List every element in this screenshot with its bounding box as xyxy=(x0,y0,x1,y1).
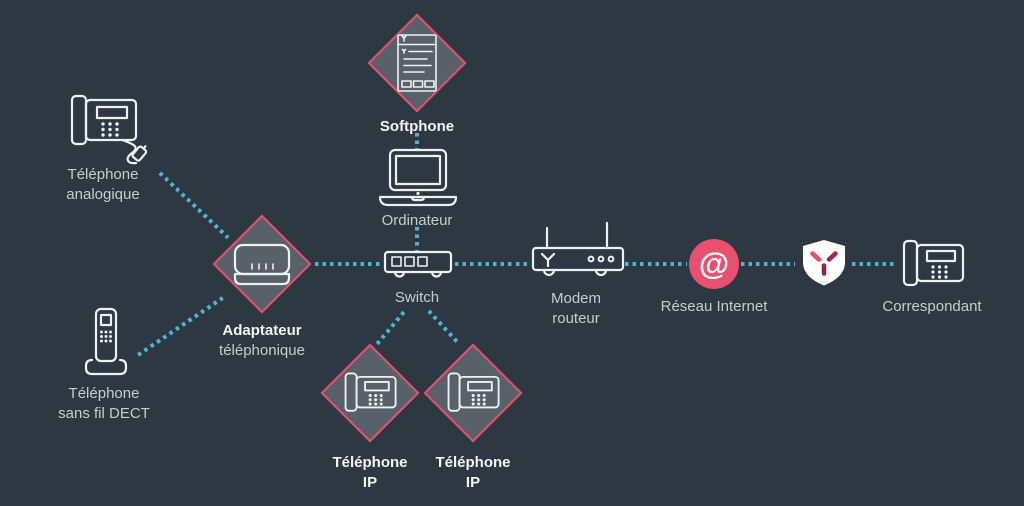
at-sign-symbol: @ xyxy=(698,246,730,281)
ip-phone-1-label-line1: Téléphone xyxy=(332,454,408,471)
switch-label: Switch xyxy=(347,288,487,308)
ip-phone-2-label: Téléphone IP xyxy=(403,453,543,493)
correspondent-label: Correspondant xyxy=(862,297,1002,317)
desk-phone-icon-correspondent xyxy=(901,238,967,290)
dect-phone-label-line2: sans fil DECT xyxy=(58,405,150,422)
cordless-phone-icon xyxy=(78,306,136,382)
at-sign-icon: @ xyxy=(689,239,739,289)
desk-phone-icon-ip2 xyxy=(446,370,502,416)
connection-internet-to-shield xyxy=(741,262,795,266)
adapter-label: Adaptateur téléphonique xyxy=(192,321,332,361)
analog-phone-icon xyxy=(68,92,152,172)
softphone-label: Softphone xyxy=(347,117,487,137)
internet-label: Réseau Internet xyxy=(644,297,784,317)
connection-adapter-to-switch xyxy=(315,262,383,266)
ata-adapter-icon xyxy=(232,242,292,288)
adapter-label-line2: téléphonique xyxy=(219,342,305,359)
computer-label: Ordinateur xyxy=(347,211,487,231)
modem-label-line2: routeur xyxy=(552,310,600,327)
modem-router-icon xyxy=(531,222,625,280)
laptop-icon xyxy=(376,148,460,210)
connection-switch-to-ip1 xyxy=(375,309,406,345)
connection-switch-to-modem xyxy=(455,262,527,266)
ip-phone-1-label-line2: IP xyxy=(362,474,378,491)
correspondent-label-text: Correspondant xyxy=(882,298,982,315)
modem-label-line1: Modem xyxy=(550,290,602,307)
connection-shield-to-correspondent xyxy=(852,262,896,266)
softphone-app-icon xyxy=(394,33,440,93)
analog-phone-label: Téléphone analogique xyxy=(33,165,173,205)
switch-label-text: Switch xyxy=(394,289,440,306)
analog-phone-label-line2: analogique xyxy=(66,186,140,203)
dect-phone-label: Téléphone sans fil DECT xyxy=(34,384,174,424)
switch-icon xyxy=(383,250,453,282)
connection-switch-to-ip2 xyxy=(427,309,461,346)
adapter-label-line1: Adaptateur xyxy=(222,322,302,339)
ip-phone-2-label-line1: Téléphone xyxy=(435,454,511,471)
internet-label-text: Réseau Internet xyxy=(660,298,768,315)
ip-phone-2-label-line2: IP xyxy=(465,474,481,491)
analog-phone-label-line1: Téléphone xyxy=(67,166,139,183)
desk-phone-icon-ip1 xyxy=(343,370,399,416)
dect-phone-label-line1: Téléphone xyxy=(68,385,140,402)
softphone-label-text: Softphone xyxy=(379,118,455,135)
connection-modem-to-internet xyxy=(625,262,687,266)
modem-label: Modem routeur xyxy=(506,289,646,329)
connection-computer-to-switch xyxy=(415,227,419,251)
connection-softphone-to-computer xyxy=(415,133,419,151)
ip-phone-1-label: Téléphone IP xyxy=(300,453,440,493)
shield-logo-icon xyxy=(798,236,850,288)
computer-label-text: Ordinateur xyxy=(381,212,453,229)
